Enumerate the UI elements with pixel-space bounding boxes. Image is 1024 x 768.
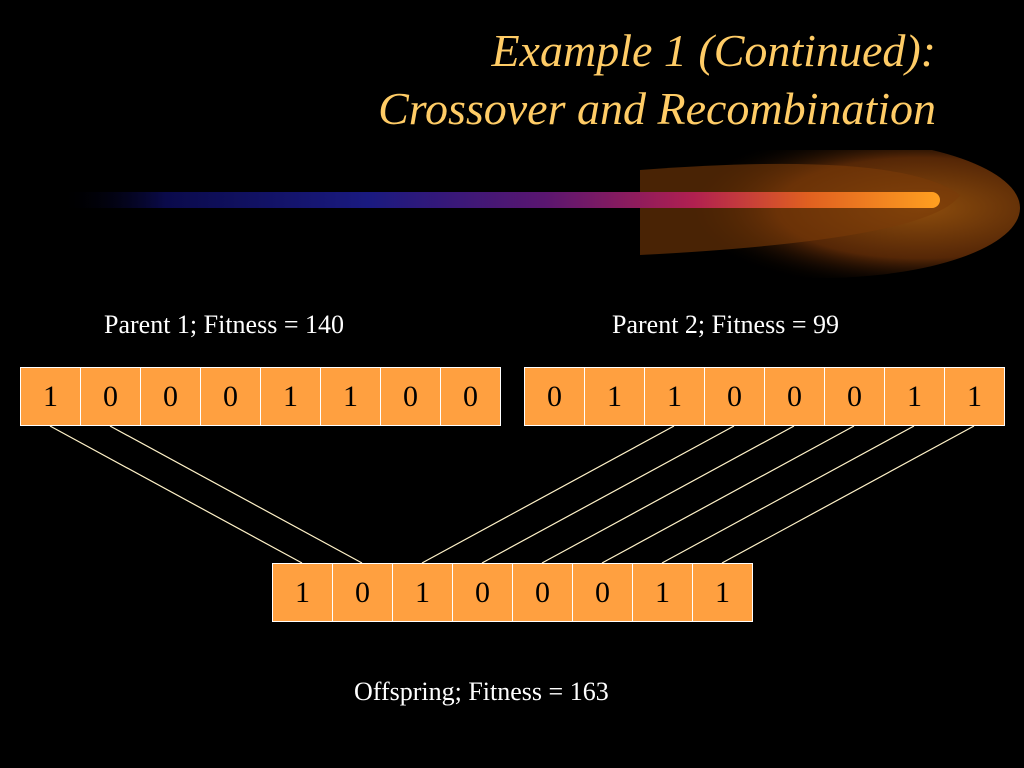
parent2-gene: 0: [825, 368, 885, 425]
comet-beam: [60, 192, 940, 208]
offspring-gene: 0: [573, 564, 633, 621]
parent1-gene: 0: [141, 368, 201, 425]
title-line-1: Example 1 (Continued):: [491, 25, 936, 76]
parent1-gene: 0: [81, 368, 141, 425]
parent1-gene: 1: [21, 368, 81, 425]
parent2-gene: 0: [525, 368, 585, 425]
crossover-wire: [109, 425, 363, 564]
offspring-gene: 0: [513, 564, 573, 621]
offspring-gene: 0: [453, 564, 513, 621]
parent2-gene: 1: [585, 368, 645, 425]
comet-decoration: [60, 150, 1020, 278]
offspring-gene: 0: [333, 564, 393, 621]
parent2-gene: 1: [885, 368, 945, 425]
parent2-gene: 1: [967, 379, 982, 413]
crossover-wire: [541, 425, 795, 564]
offspring-gene: 1: [393, 564, 453, 621]
offspring-label: Offspring; Fitness = 163: [354, 677, 609, 706]
crossover-wire: [49, 425, 303, 564]
parent1-gene: 0: [463, 379, 478, 413]
comet-tail: [640, 163, 960, 255]
parent1-gene: 1: [261, 368, 321, 425]
parent1-gene: 0: [381, 368, 441, 425]
offspring-gene: 1: [273, 564, 333, 621]
parent1-gene: 1: [321, 368, 381, 425]
crossover-wire: [421, 425, 675, 564]
parent2-gene: 0: [705, 368, 765, 425]
crossover-wire: [601, 425, 855, 564]
crossover-wire: [481, 425, 735, 564]
crossover-wire: [721, 425, 975, 564]
parent1-label: Parent 1; Fitness = 140: [104, 310, 344, 339]
title-line-2: Crossover and Recombination: [378, 83, 936, 134]
parent1-gene: 0: [201, 368, 261, 425]
offspring-gene: 1: [715, 575, 730, 609]
parent2-gene: 1: [645, 368, 705, 425]
slide-title: Example 1 (Continued): Crossover and Rec…: [378, 22, 936, 138]
parent2-label: Parent 2; Fitness = 99: [612, 310, 839, 339]
crossover-wire: [661, 425, 915, 564]
parent2-gene: 0: [765, 368, 825, 425]
offspring-gene: 1: [633, 564, 693, 621]
